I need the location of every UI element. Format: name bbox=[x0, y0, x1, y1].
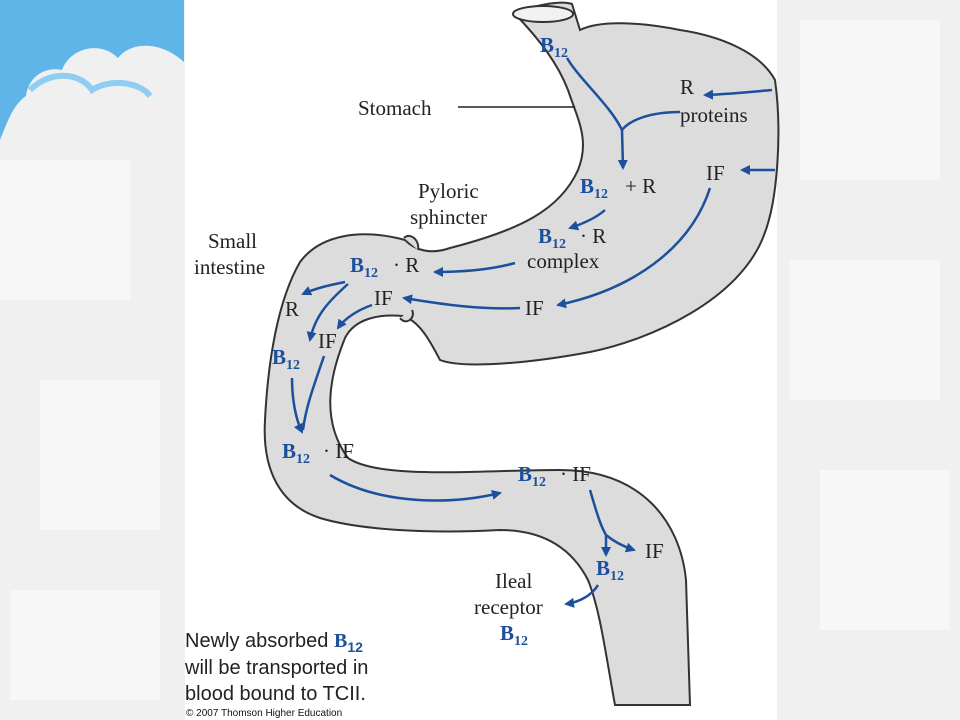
arrow-complex-to-intestine bbox=[433, 261, 516, 277]
label-stomach: Stomach bbox=[358, 96, 432, 120]
label-dot-if-1: · IF bbox=[323, 439, 354, 463]
label-if-stomach-lower: IF bbox=[525, 296, 544, 320]
label-r-proteins-1: R bbox=[680, 75, 694, 99]
arrow-r-to-merge bbox=[621, 110, 681, 131]
label-dot-r-intestine: · R bbox=[393, 253, 419, 277]
label-if-released: IF bbox=[645, 539, 664, 563]
label-b12-complex: B12 bbox=[538, 224, 566, 252]
caption-line-2: will be transported in bbox=[184, 657, 368, 679]
arrow-if-join bbox=[301, 355, 326, 431]
label-b12-intestine: B12 bbox=[350, 253, 378, 281]
label-complex: complex bbox=[527, 249, 600, 273]
label-if-free: IF bbox=[318, 329, 337, 353]
arrow-b12-split bbox=[588, 489, 608, 536]
label-if-stomach: IF bbox=[706, 161, 725, 185]
label-if-intestine: IF bbox=[374, 286, 393, 310]
label-small-1: Small bbox=[208, 229, 257, 253]
caption-line-3: blood bound to TCII. bbox=[185, 683, 366, 705]
arrow-r-proteins bbox=[703, 88, 773, 100]
label-r-proteins-2: proteins bbox=[680, 103, 748, 127]
label-plus-r: + R bbox=[625, 174, 656, 198]
label-b12-if-complex: B12 bbox=[282, 439, 310, 467]
caption-line-1: Newly absorbed B12 bbox=[185, 630, 363, 655]
flow-arrows bbox=[290, 57, 775, 608]
arrow-to-ileal-receptor bbox=[564, 584, 600, 608]
label-ileal-1: Ileal bbox=[495, 569, 532, 593]
label-b12-free: B12 bbox=[272, 345, 300, 373]
label-pyloric-2: sphincter bbox=[410, 205, 487, 229]
copyright-text: © 2007 Thomson Higher Education bbox=[186, 708, 342, 719]
arrow-if-left bbox=[336, 303, 373, 330]
label-b12-plus-r: B12 bbox=[580, 174, 608, 202]
arrow-if-to-intestine bbox=[402, 294, 521, 310]
arrow-to-complex bbox=[568, 209, 606, 231]
arrow-b12-down-left bbox=[306, 283, 349, 342]
gi-tract-outline bbox=[263, 1, 780, 706]
label-b12-receptor: B12 bbox=[500, 621, 528, 649]
arrow-to-r bbox=[301, 280, 346, 296]
pyloric-sphincter-lower bbox=[399, 309, 414, 323]
arrow-along-ileum bbox=[329, 473, 502, 502]
label-b12-if-ileum: B12 bbox=[518, 462, 546, 490]
cloud-decoration bbox=[0, 0, 184, 140]
arrow-if-down bbox=[556, 187, 712, 309]
label-b12-top: B12 bbox=[540, 33, 568, 61]
label-dot-r-complex: · R bbox=[580, 224, 606, 248]
label-small-2: intestine bbox=[194, 255, 265, 279]
esophagus-opening bbox=[512, 5, 574, 23]
label-b12-ileum: B12 bbox=[596, 556, 624, 584]
label-pyloric-1: Pyloric bbox=[418, 179, 479, 203]
arrow-b12-down bbox=[565, 57, 624, 131]
arrow-b12-join bbox=[290, 377, 304, 434]
label-r-free: R bbox=[285, 297, 299, 321]
pyloric-sphincter bbox=[403, 234, 420, 251]
arrow-if-branch bbox=[605, 534, 636, 553]
arrow-merge-down bbox=[617, 129, 628, 170]
label-dot-if-2: · IF bbox=[560, 462, 591, 486]
label-ileal-2: receptor bbox=[474, 595, 543, 619]
